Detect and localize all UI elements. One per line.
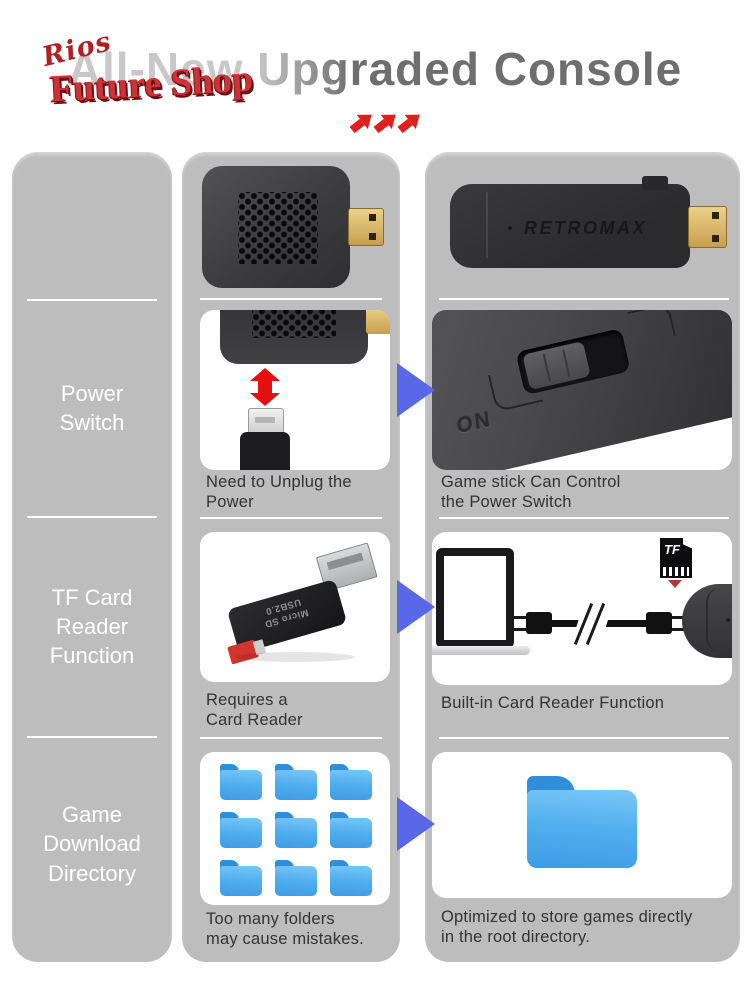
old-console-image	[202, 162, 384, 294]
root-directory-card	[432, 752, 732, 898]
folders-grid	[220, 764, 372, 896]
column-divider	[200, 298, 382, 300]
red-up-down-arrow-icon	[250, 368, 280, 406]
new-console-image: RETROMAX	[450, 170, 735, 286]
folder-icon	[220, 860, 262, 896]
hdmi-connector-icon	[366, 310, 390, 334]
column-divider	[200, 737, 382, 739]
old-dongle-bottom	[220, 310, 368, 364]
right-arrow-icon	[397, 797, 435, 851]
column-divider	[200, 517, 382, 519]
engraved-groove	[627, 310, 676, 346]
shadow	[235, 652, 355, 662]
stick-seam	[486, 192, 488, 258]
sidebar-item-power-switch: Power Switch	[12, 302, 172, 514]
usb-connector-icon	[646, 612, 672, 634]
column-divider	[439, 298, 729, 300]
folder-icon	[275, 860, 317, 896]
sidebar-label: Game Download Directory	[43, 802, 141, 886]
sidebar-divider	[27, 736, 157, 738]
column-divider	[439, 517, 729, 519]
folder-icon	[275, 764, 317, 800]
cable-prong	[514, 628, 526, 631]
folder-icon	[275, 812, 317, 848]
caption-unplug-power: Need to Unplug the Power	[206, 473, 352, 512]
power-switch-photo-card: ON OFF	[432, 310, 732, 470]
usb-cable-icon	[552, 620, 586, 627]
switch-on-label: ON	[455, 407, 493, 439]
unplug-power-card	[200, 310, 390, 470]
vent-grid-icon	[252, 310, 336, 338]
sidebar-label: Power Switch	[59, 380, 125, 435]
triple-up-arrows-icon	[346, 103, 430, 144]
builtin-reader-card: RETROMAX TF	[432, 532, 732, 685]
vent-grid-icon	[238, 192, 318, 264]
game-stick-body: RETROMAX	[450, 184, 690, 268]
down-arrow-icon	[668, 580, 682, 588]
stick-seam	[706, 588, 732, 652]
folder-icon	[220, 764, 262, 800]
folder-icon	[527, 776, 637, 868]
column-divider	[439, 737, 729, 739]
folder-icon	[330, 764, 372, 800]
laptop-base	[432, 646, 530, 655]
feature-sidebar: Power Switch TF Card Reader Function Gam…	[12, 152, 172, 962]
old-console-column: Need to Unplug the Power Micro SD USB2.0…	[182, 152, 400, 962]
caption-builtin-reader: Built-in Card Reader Function	[441, 694, 665, 712]
game-stick-icon: RETROMAX	[682, 584, 732, 658]
cable-prong	[672, 628, 684, 631]
usb-cable-head-icon	[240, 432, 290, 470]
usb-cable-icon	[600, 620, 646, 627]
right-arrow-icon	[397, 363, 435, 417]
tf-card-contacts	[663, 567, 689, 576]
folder-icon	[330, 860, 372, 896]
hdmi-connector-icon	[348, 208, 384, 246]
caption-requires-reader: Requires a Card Reader	[206, 691, 303, 730]
many-folders-card	[200, 752, 390, 905]
sidebar-label: TF Card Reader Function	[49, 584, 135, 669]
power-switch-bump-icon	[642, 176, 668, 190]
sidebar-divider	[27, 299, 157, 301]
card-reader-card: Micro SD USB2.0	[200, 532, 390, 682]
caption-root-directory: Optimized to store games directly in the…	[441, 908, 693, 947]
sidebar-divider	[27, 516, 157, 518]
cable-prong	[672, 616, 684, 619]
new-console-column: RETROMAX ON OFF Game stick Can Control t…	[425, 152, 740, 962]
laptop-icon	[436, 548, 514, 648]
folder-icon	[220, 812, 262, 848]
folder-icon	[330, 812, 372, 848]
tf-card-label: TF	[664, 542, 680, 557]
caption-power-switch: Game stick Can Control the Power Switch	[441, 473, 621, 512]
game-stick-closeup: ON OFF	[432, 310, 732, 470]
card-reader-text: Micro SD USB2.0	[263, 596, 310, 630]
old-dongle-body	[202, 166, 350, 288]
right-arrow-icon	[397, 580, 435, 634]
micro-usb-plug-icon	[248, 408, 284, 434]
stick-dot	[726, 618, 730, 622]
caption-many-folders: Too many folders may cause mistakes.	[206, 910, 364, 949]
usb-connector-icon	[526, 612, 552, 634]
hdmi-connector-icon	[688, 206, 727, 248]
tf-card-icon: TF	[660, 538, 692, 578]
brand-label: RETROMAX	[508, 218, 647, 238]
sidebar-item-game-download: Game Download Directory	[12, 739, 172, 949]
sidebar-item-tf-card-reader: TF Card Reader Function	[12, 519, 172, 734]
cable-prong	[514, 616, 526, 619]
page-title: All-New Upgraded Console	[0, 42, 750, 96]
